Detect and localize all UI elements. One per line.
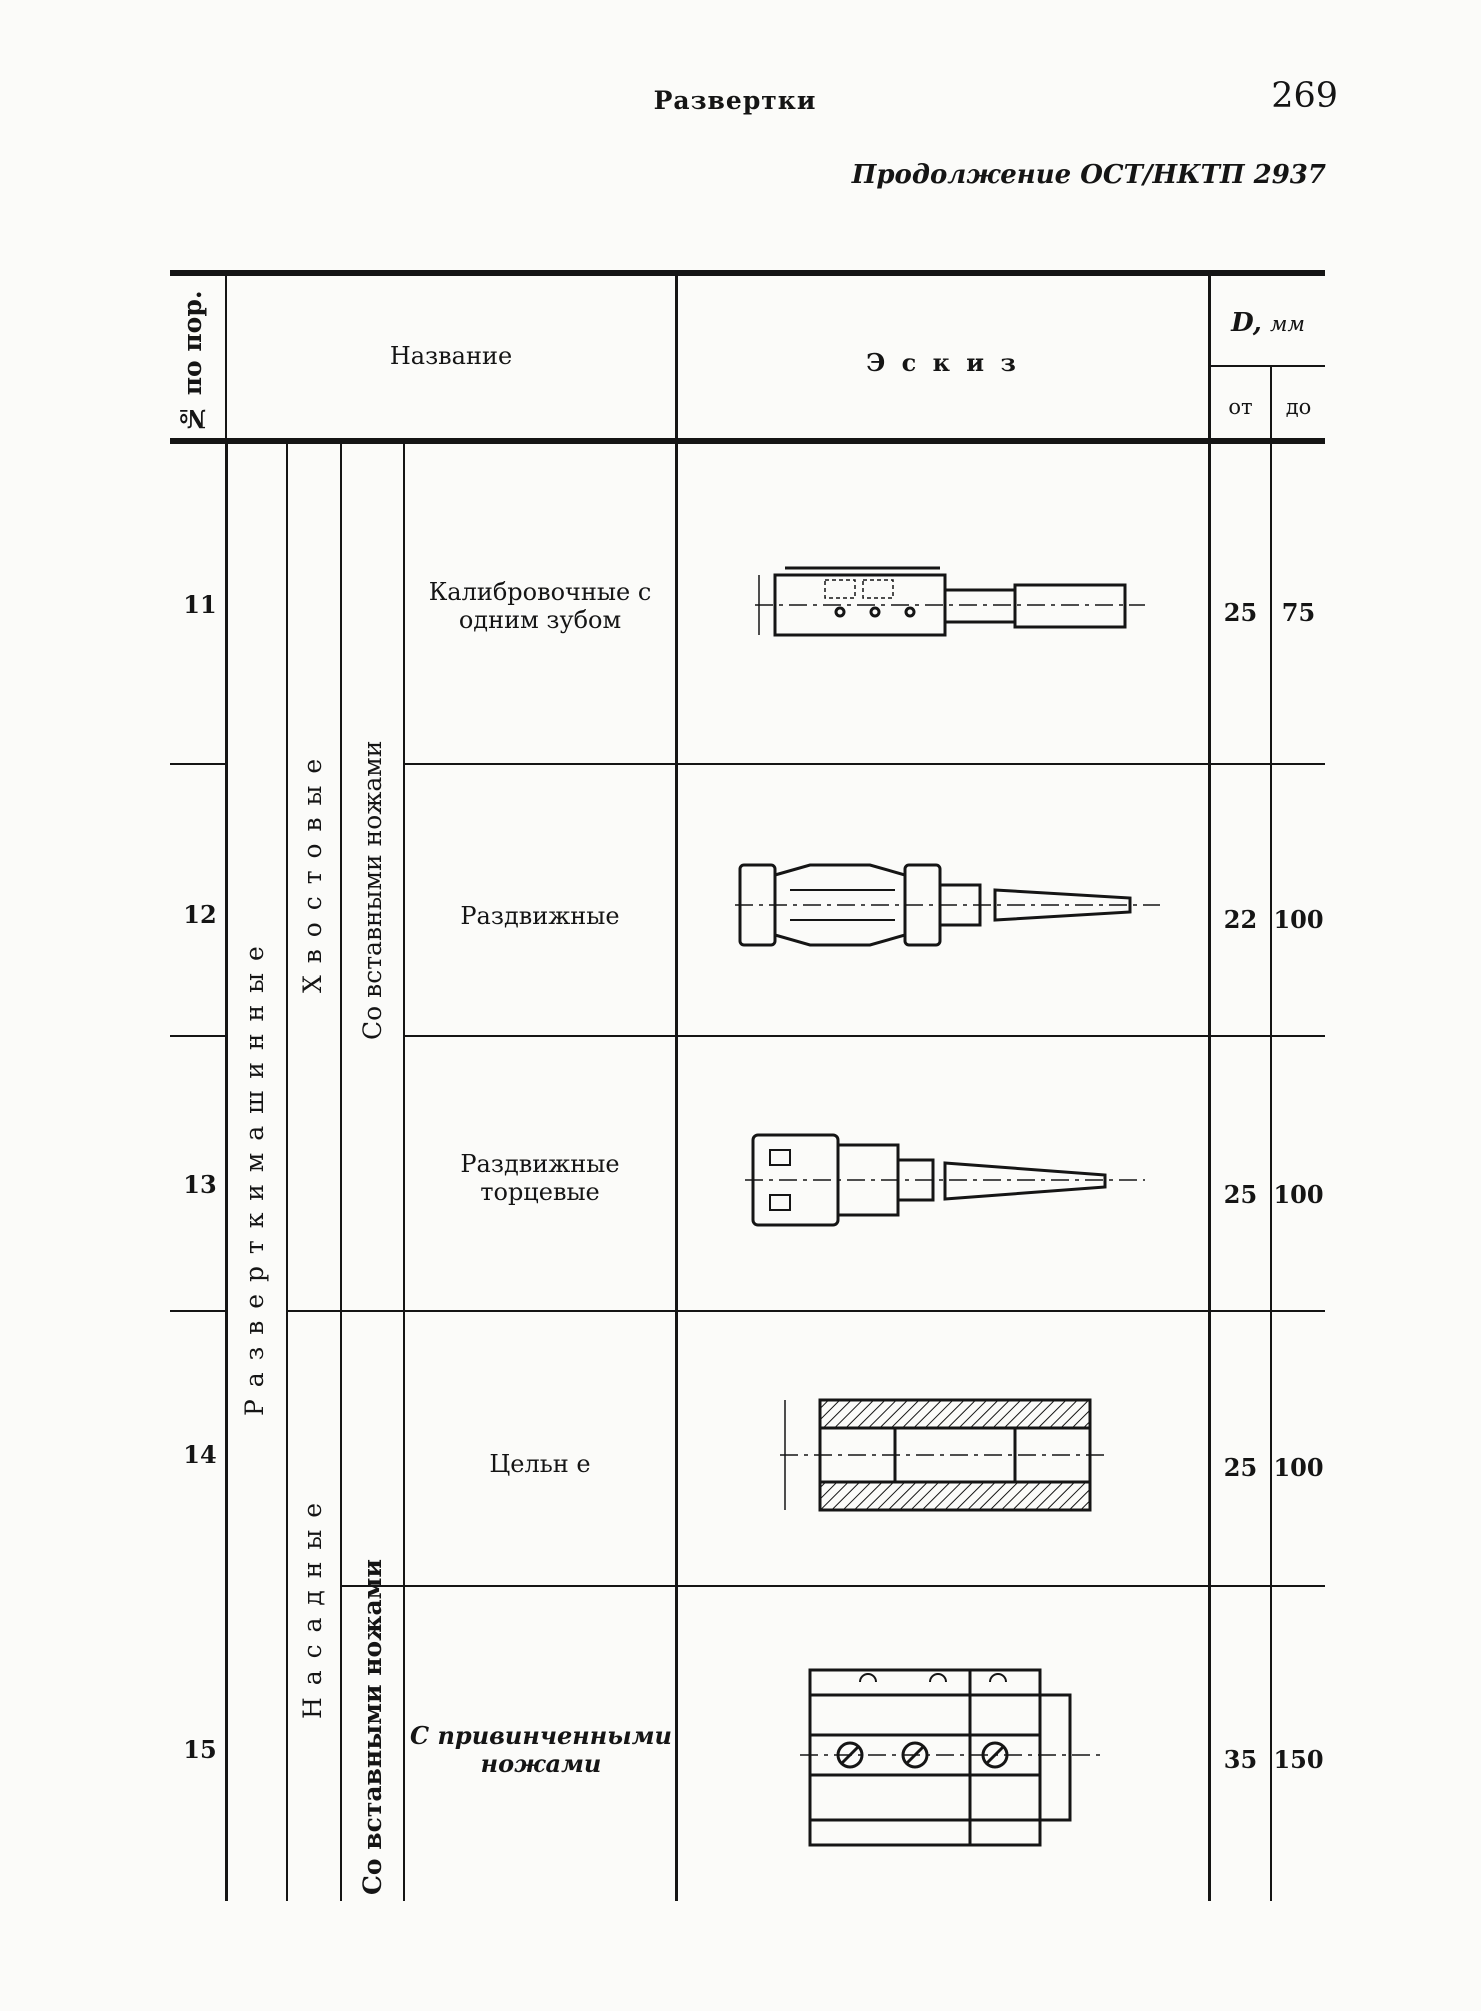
column-header-from: от bbox=[1228, 395, 1253, 419]
screwed-blade-reamer-sketch bbox=[800, 1668, 1100, 1847]
expanding-face-reamer-sketch bbox=[745, 1133, 1145, 1227]
row-d-to: 150 bbox=[1273, 1745, 1324, 1774]
column-header-number: № по пор. bbox=[178, 290, 207, 433]
row-number: 13 bbox=[183, 1170, 217, 1199]
row-number: 11 bbox=[183, 590, 217, 619]
row-d-to: 75 bbox=[1281, 598, 1316, 627]
group-label-shell: Н а с а д н ы е bbox=[298, 1501, 327, 1719]
row-number: 12 bbox=[183, 900, 217, 929]
row-d-from: 22 bbox=[1223, 905, 1258, 934]
solid-shell-reamer-sketch bbox=[780, 1398, 1105, 1512]
continuation-note: Продолжение ОСТ/НКТП 2937 bbox=[851, 160, 1326, 190]
column-header-name: Название bbox=[389, 342, 513, 370]
row-number: 14 bbox=[183, 1440, 217, 1469]
row-name: Раздвижные bbox=[460, 902, 620, 930]
row-d-to: 100 bbox=[1273, 905, 1324, 934]
running-header-title: Развертки bbox=[653, 86, 817, 115]
row-number: 15 bbox=[183, 1735, 217, 1764]
row-d-from: 25 bbox=[1223, 1453, 1258, 1482]
expanding-reamer-sketch bbox=[735, 863, 1160, 947]
row-d-from: 25 bbox=[1223, 598, 1258, 627]
group-label-inserted-blades: Со вставными ножами bbox=[358, 740, 387, 1040]
column-header-sketch: Э с к и з bbox=[866, 348, 1020, 377]
row-d-to: 100 bbox=[1273, 1180, 1324, 1209]
group-label-inserted-blades-2: Со вставными ножами bbox=[358, 1559, 387, 1895]
row-d-to: 100 bbox=[1273, 1453, 1324, 1482]
page-number: 269 bbox=[1271, 76, 1338, 116]
row-d-from: 25 bbox=[1223, 1180, 1258, 1209]
group-label-machine-reamers: Р а з в е р т к и м а ш и н н ы е bbox=[240, 944, 269, 1416]
column-header-to: до bbox=[1285, 395, 1312, 419]
column-header-d: D, мм bbox=[1231, 308, 1305, 338]
row-name: Раздвижные торцевые bbox=[460, 1150, 620, 1206]
group-label-shank: Х в о с т о в ы е bbox=[298, 756, 327, 994]
row-d-from: 35 bbox=[1223, 1745, 1258, 1774]
row-name: С привинченными ножами bbox=[410, 1721, 672, 1778]
row-name: Цельн е bbox=[489, 1450, 591, 1478]
row-name: Калибровочные с одним зубом bbox=[428, 578, 652, 634]
reamer-single-tooth-sketch bbox=[755, 566, 1145, 637]
